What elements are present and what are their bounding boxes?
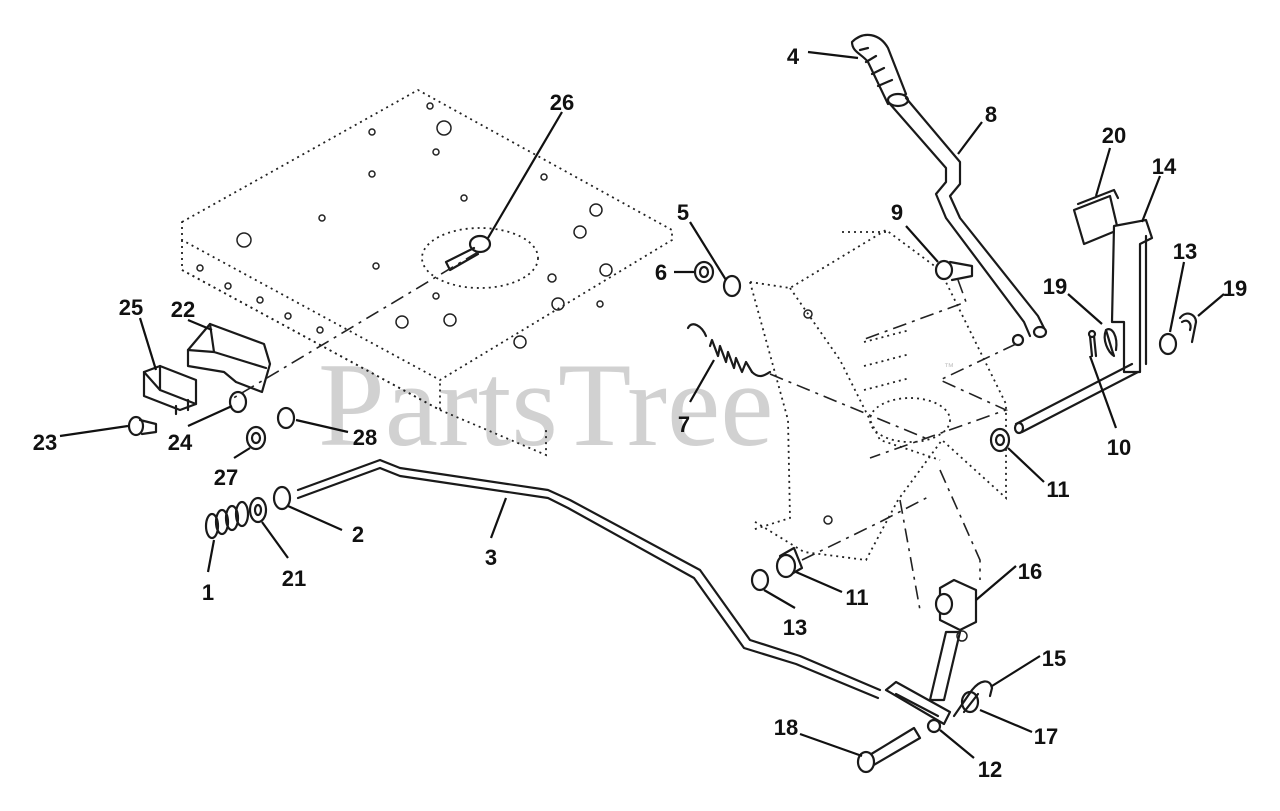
washer-13b xyxy=(750,568,770,592)
callout-1: 1 xyxy=(202,580,214,605)
callout-20: 20 xyxy=(1102,123,1126,148)
pivot-9 xyxy=(934,259,974,282)
screw-23 xyxy=(127,415,158,437)
callout-19: 19 xyxy=(1223,276,1247,301)
callout-2: 2 xyxy=(352,522,364,547)
shift-arm xyxy=(928,578,978,702)
shift-lever xyxy=(850,33,1048,347)
callout-24: 24 xyxy=(168,430,193,455)
cotter-pin xyxy=(1088,334,1098,358)
safety-switch xyxy=(142,364,198,416)
washer-2 xyxy=(272,485,292,511)
callout-13: 13 xyxy=(1173,239,1197,264)
callout-18: 18 xyxy=(774,715,798,740)
pedal-bracket xyxy=(749,228,1007,561)
frame-plate xyxy=(181,88,673,457)
callout-3: 3 xyxy=(485,545,497,570)
callout-14: 14 xyxy=(1152,154,1177,179)
shift-rod xyxy=(296,458,882,692)
callout-11: 11 xyxy=(845,585,868,610)
nut-6 xyxy=(693,260,715,284)
callout-9: 9 xyxy=(891,200,903,225)
callout-4: 4 xyxy=(787,44,800,69)
leader-lines xyxy=(59,50,1225,759)
callout-19: 19 xyxy=(1043,274,1067,299)
callout-11: 11 xyxy=(1046,477,1069,502)
watermark-trademark: ™ xyxy=(944,362,954,373)
callout-23: 23 xyxy=(33,430,57,455)
callout-10: 10 xyxy=(1107,435,1131,460)
washer-5 xyxy=(722,274,742,298)
brake-pedal xyxy=(1072,188,1154,374)
callout-13: 13 xyxy=(783,615,807,640)
nut-27 xyxy=(245,425,267,451)
callout-17: 17 xyxy=(1034,724,1058,749)
bushing-11b xyxy=(775,546,804,579)
callout-15: 15 xyxy=(1042,646,1066,671)
callout-21: 21 xyxy=(282,566,306,591)
extension-spring xyxy=(686,323,772,378)
hair-pin-19b xyxy=(1178,312,1198,344)
callout-28: 28 xyxy=(353,425,377,450)
clevis-pin xyxy=(856,726,922,774)
clevis xyxy=(884,680,952,734)
callout-6: 6 xyxy=(655,260,667,285)
callout-27: 27 xyxy=(214,465,238,490)
washer-28 xyxy=(276,406,296,430)
callout-12: 12 xyxy=(978,757,1002,782)
callout-25: 25 xyxy=(119,295,143,320)
callout-22: 22 xyxy=(171,297,195,322)
switch-bracket xyxy=(186,322,272,394)
callout-8: 8 xyxy=(985,102,997,127)
callout-7: 7 xyxy=(678,412,690,437)
bushing-11a xyxy=(989,427,1011,453)
callout-26: 26 xyxy=(550,90,574,115)
watermark: PartsTree xyxy=(318,338,774,471)
hair-pin-15 xyxy=(952,680,994,718)
cross-shaft xyxy=(1013,362,1140,435)
washer-13a xyxy=(1158,332,1178,356)
nut-21 xyxy=(248,496,268,524)
nut-24 xyxy=(228,390,248,414)
callout-16: 16 xyxy=(1018,559,1042,584)
callout-5: 5 xyxy=(677,200,689,225)
hair-pin-19a xyxy=(1103,328,1118,358)
compression-spring xyxy=(204,500,250,540)
carriage-bolt xyxy=(444,234,492,272)
